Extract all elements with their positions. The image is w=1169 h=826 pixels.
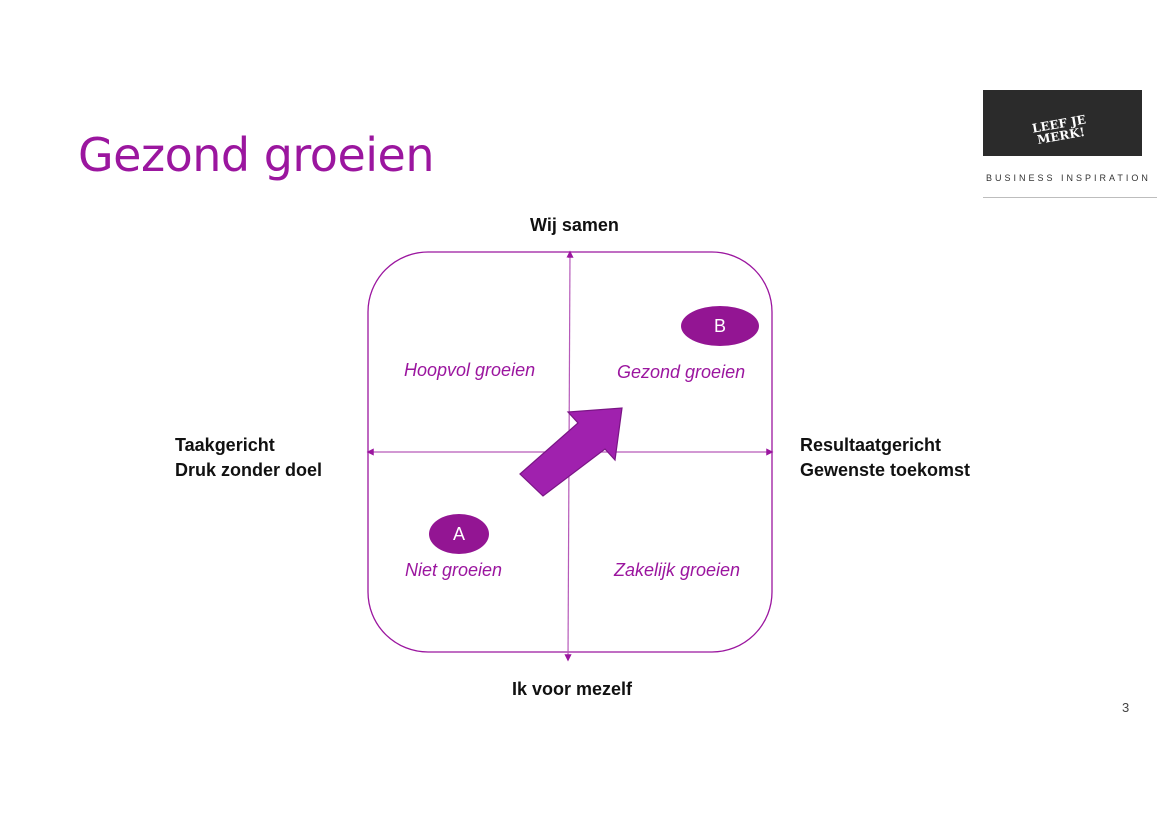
axis-right-label-1: Resultaatgericht [800, 435, 942, 455]
quadrant-bottom-left-label: Niet groeien [405, 560, 503, 580]
quadrant-top-right-label: Gezond groeien [617, 362, 746, 382]
slide-title: Gezond groeien [78, 128, 435, 182]
axis-left-label-1: Taakgericht [175, 435, 275, 455]
axis-top-label: Wij samen [530, 215, 619, 235]
logo-box [983, 90, 1142, 156]
growth-arrow [519, 407, 623, 497]
axis-bottom-label: Ik voor mezelf [512, 679, 633, 699]
marker-b-label: B [713, 315, 726, 336]
page-number: 3 [1122, 700, 1130, 715]
axis-right-label-2: Gewenste toekomst [800, 460, 971, 480]
logo-divider [983, 197, 1157, 198]
marker-a-label: A [452, 523, 465, 544]
quadrant-bottom-right-label: Zakelijk groeien [614, 560, 741, 580]
marker-b-badge: B [681, 306, 759, 346]
logo-tagline: BUSINESS INSPIRATION [986, 173, 1151, 183]
quadrant-top-left-label: Hoopvol groeien [404, 360, 536, 380]
axis-left-label-2: Druk zonder doel [175, 460, 323, 480]
marker-a-badge: A [429, 514, 489, 554]
